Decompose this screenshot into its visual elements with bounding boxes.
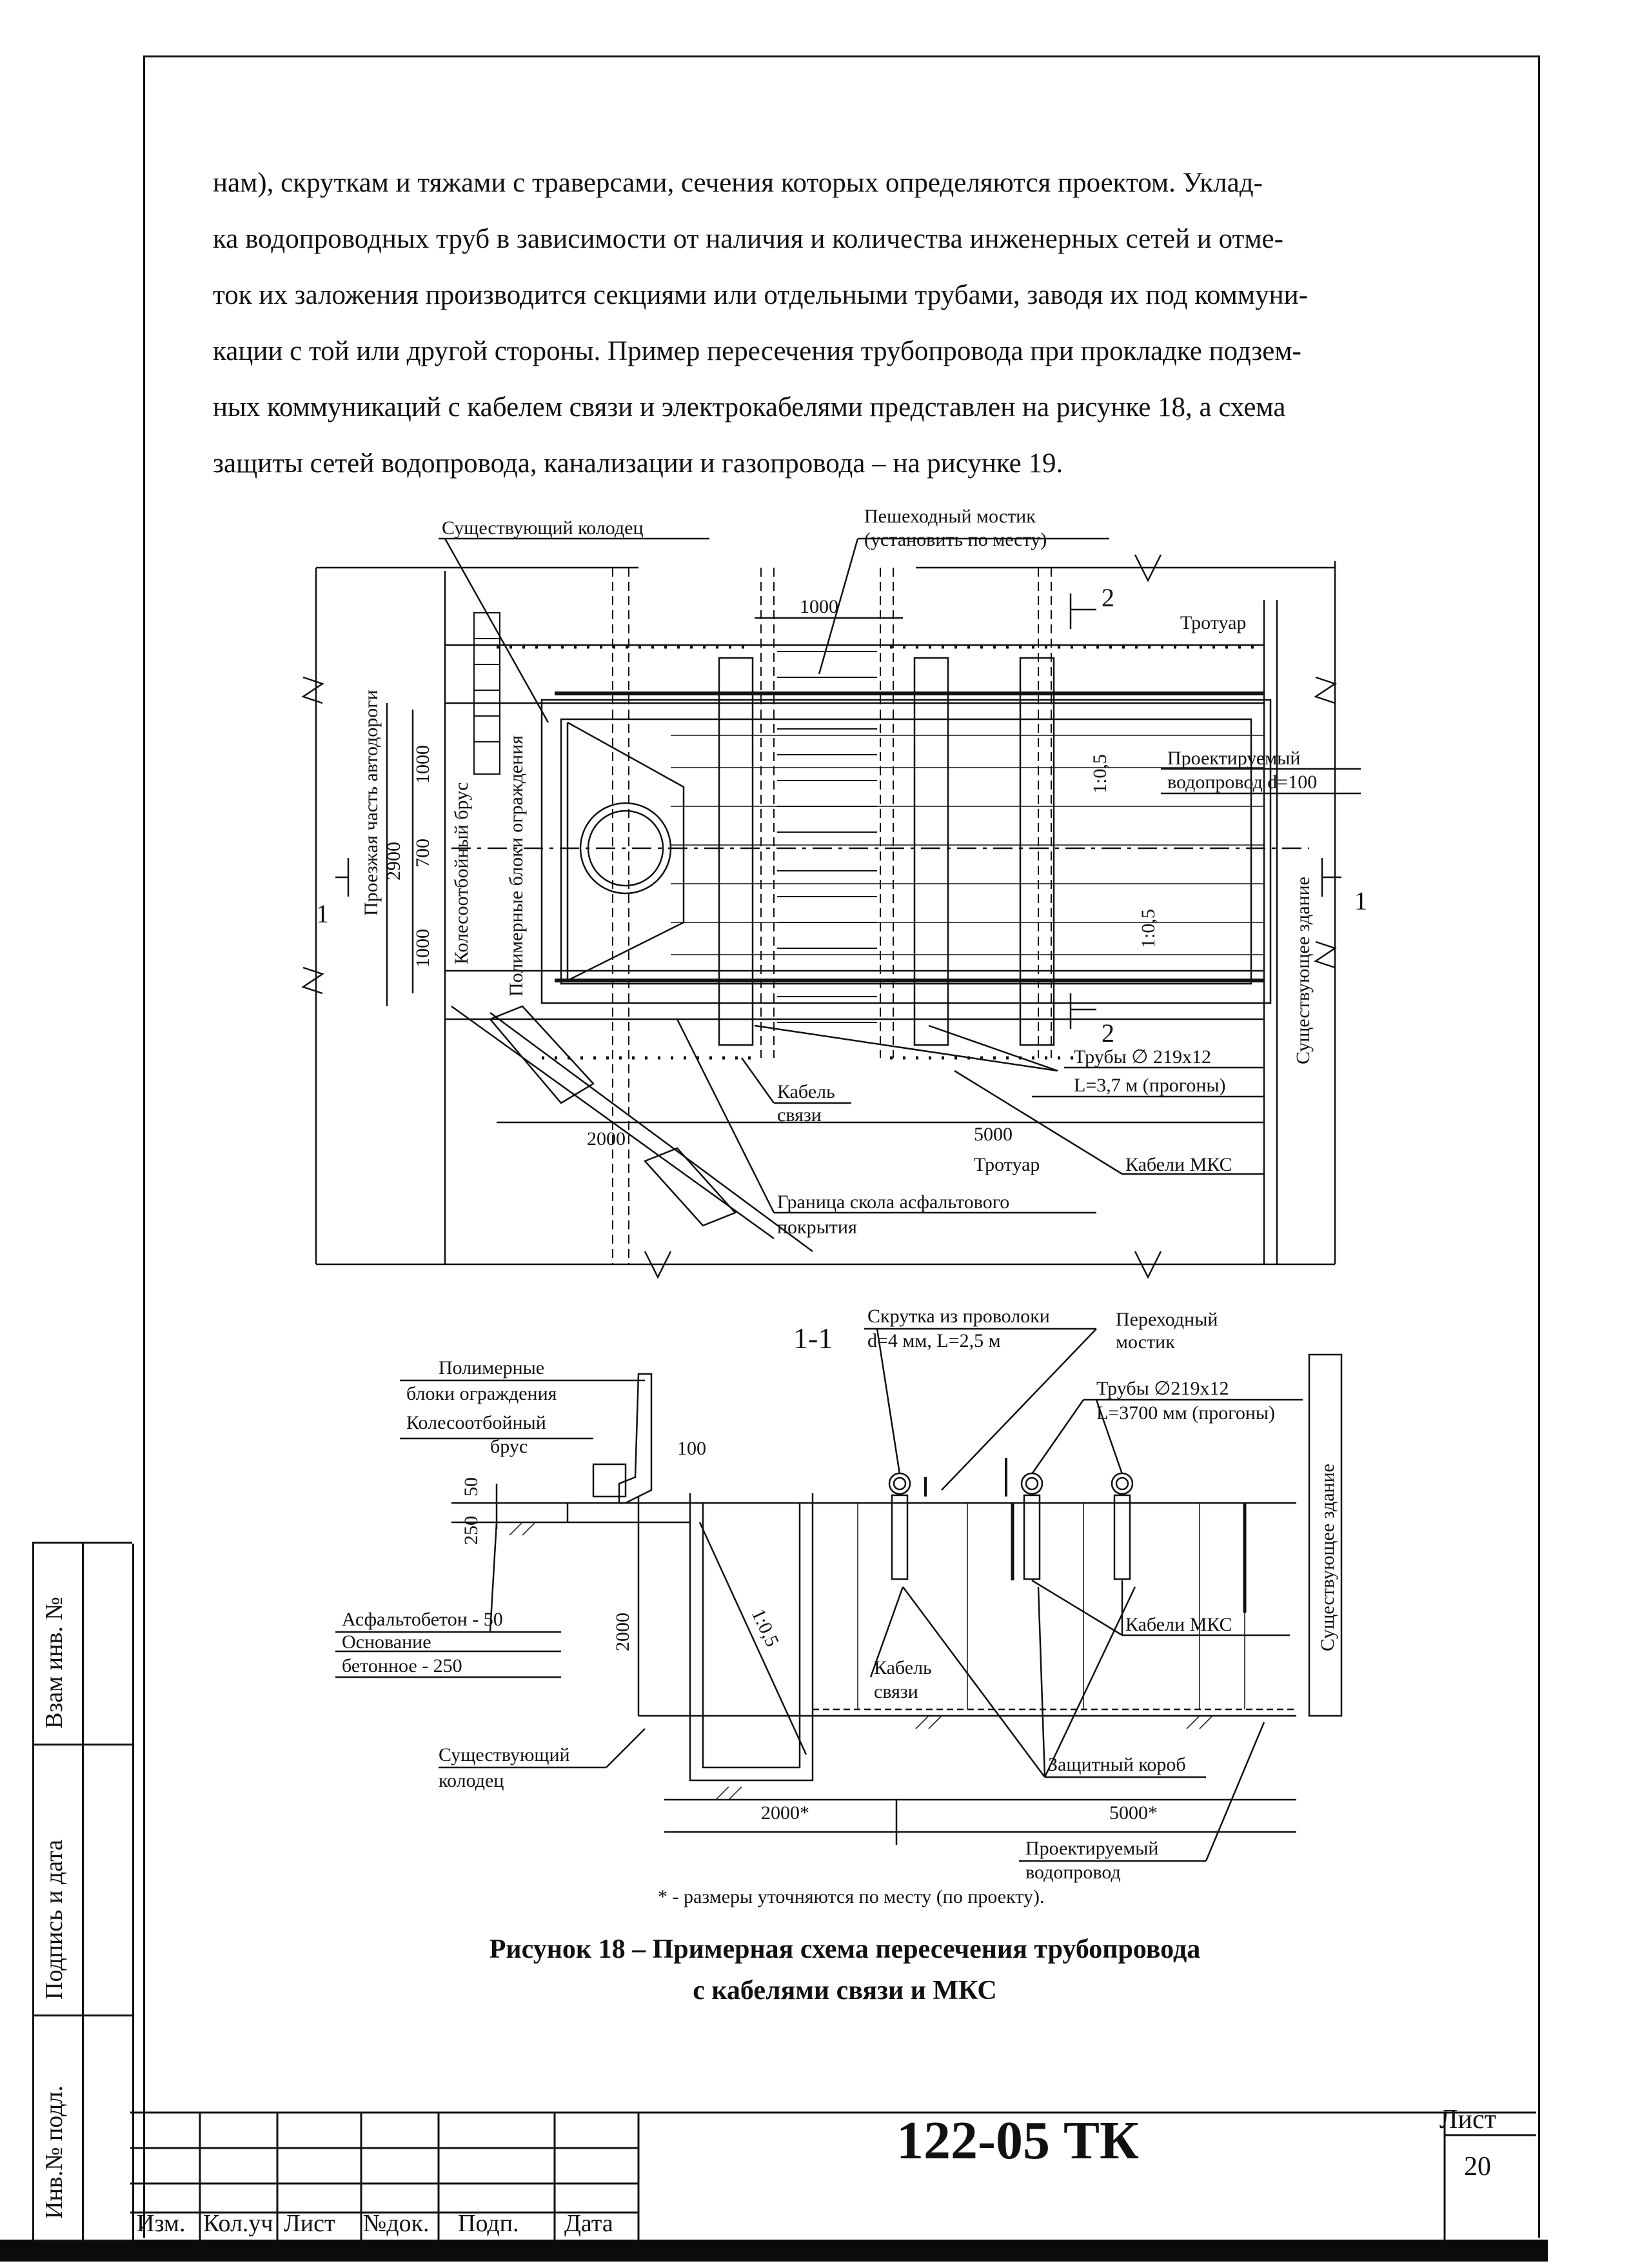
bottom-border-bar [0,2240,1548,2262]
side-stamp [32,1542,134,2242]
stamp-value-col [82,1544,134,2240]
label-transition-bridge-1: Переходный [1116,1309,1218,1330]
label-polymer-blocks: Полимерные блоки ограждения [506,735,527,997]
label-transition-bridge-2: мостик [1116,1331,1175,1353]
label-pipes-1: Трубы ∅219х12 [1096,1378,1229,1399]
label-wheel-1: Колесоотбойный [406,1412,546,1433]
label-projected-water-1: Проектируемый [1167,748,1300,769]
label-wheel-2: брус [490,1436,528,1457]
section-mark-1-right: 1 [1354,886,1367,915]
label-asphalt-border-1: Граница скола асфальтового [777,1191,1009,1213]
label-wheel-guard: Колесоотбойный брус [451,782,472,964]
section-title: 1-1 [793,1322,833,1355]
stamp-label-col [34,1544,84,2240]
label-pipes-1: Трубы ∅ 219х12 [1074,1046,1211,1068]
caption-line-2: с кабелями связи и МКС [693,1976,997,2005]
label-wire-twist-2: d=4 мм, L=2,5 м [867,1330,1001,1351]
label-projected-water-1: Проектируемый [1025,1838,1158,1859]
label-mks-cables: Кабели МКС [1125,1614,1232,1635]
dim-2000-vertical: 2000 [612,1613,633,1651]
col-kol: Кол.уч [203,2210,273,2237]
label-sidewalk-top: Тротуар [1180,612,1246,633]
dim-2000-star: 2000* [761,1802,809,1824]
page-frame [143,55,1540,2238]
dim-250: 250 [460,1516,482,1545]
section-mark-1-left: 1 [316,899,329,928]
dim-700: 700 [412,839,433,868]
label-asphalt: Асфальтобетон - 50 [342,1609,503,1630]
dim-2000: 2000 [587,1128,626,1149]
label-mks-cables: Кабели МКС [1125,1154,1232,1175]
paragraph-line: кации с той или другой стороны. Пример п… [213,336,1301,366]
dim-100: 100 [677,1438,706,1459]
label-protective-box: Защитный короб [1048,1754,1186,1775]
paragraph-line: нам), скруткам и тяжами с траверсами, се… [213,168,1263,198]
paragraph-line: ка водопроводных труб в зависимости от н… [213,224,1283,254]
label-wire-twist-1: Скрутка из проволоки [867,1306,1050,1327]
figure-footnote: * - размеры уточняются по месту (по прое… [658,1886,1045,1907]
dim-50: 50 [460,1477,482,1497]
col-izm: Изм. [137,2210,186,2237]
label-comm-cable-2: связи [874,1681,918,1702]
body-paragraph: нам), скруткам и тяжами с траверсами, се… [213,155,1477,492]
paragraph-line: защиты сетей водопровода, канализации и … [213,448,1063,479]
caption-line-1: Рисунок 18 – Примерная схема пересечения… [489,1935,1201,1964]
sheet-label: Лист [1439,2105,1496,2134]
plan-view [301,537,1361,1279]
label-asphalt-border-2: покрытия [777,1217,857,1238]
label-pipes-2: L=3700 мм (прогоны) [1096,1402,1275,1424]
paragraph-line: ных коммуникаций с кабелем связи и элект… [213,392,1286,423]
dim-5000: 5000 [974,1124,1013,1145]
sheet-number: 20 [1464,2152,1491,2182]
col-data: Дата [564,2210,613,2237]
label-base-2: бетонное - 250 [342,1655,462,1676]
col-list: Лист [284,2210,335,2237]
label-pipes-2: L=3,7 м (прогоны) [1074,1075,1226,1096]
dim-1000-b: 1000 [412,929,433,968]
label-comm-cable-2: связи [777,1104,822,1126]
dim-5000-star: 5000* [1109,1802,1158,1824]
label-slope-a: 1:0,5 [1089,754,1111,793]
stamp-divider [34,1744,132,1746]
dim-2900: 2900 [383,842,404,880]
label-existing-building: Существующее здание [1292,877,1314,1064]
label-base-1: Основание [342,1631,431,1653]
label-existing-well-2: колодец [439,1770,504,1791]
section-mark-2-top: 2 [1102,583,1114,612]
label-comm-cable-1: Кабель [777,1081,835,1102]
label-polymer-1: Полимерные [439,1357,544,1378]
label-road: Проезжая часть автодороги [361,690,382,916]
dim-1000-top: 1000 [800,596,838,617]
label-existing-well-1: Существующий [439,1744,570,1766]
label-projected-water-2: водопровод d=100 [1167,771,1317,793]
label-sidewalk-bottom: Тротуар [974,1154,1040,1175]
document-code: 122-05 ТК [896,2111,1139,2171]
label-footbridge: Пешеходный мостик [864,506,1036,527]
label-projected-water-2: водопровод [1025,1862,1121,1883]
label-existing-well: Существующий колодец [442,517,644,539]
col-ndok: №док. [363,2210,430,2237]
figure-caption: Рисунок 18 – Примерная схема пересечения… [419,1929,1270,2011]
section-view [335,1328,1343,1862]
label-slope-b: 1:0,5 [1138,909,1159,948]
label-footbridge-note: (установить по месту) [864,529,1047,550]
stamp-divider [34,2014,132,2016]
label-existing-building: Существующее здание [1317,1464,1338,1651]
col-podp: Подп. [458,2210,519,2237]
dim-1000-a: 1000 [412,745,433,784]
paragraph-line: ток их заложения производится секциями и… [213,280,1308,310]
label-polymer-2: блоки ограждения [406,1383,557,1404]
section-mark-2-bottom: 2 [1102,1019,1114,1048]
label-comm-cable-1: Кабель [874,1657,932,1678]
